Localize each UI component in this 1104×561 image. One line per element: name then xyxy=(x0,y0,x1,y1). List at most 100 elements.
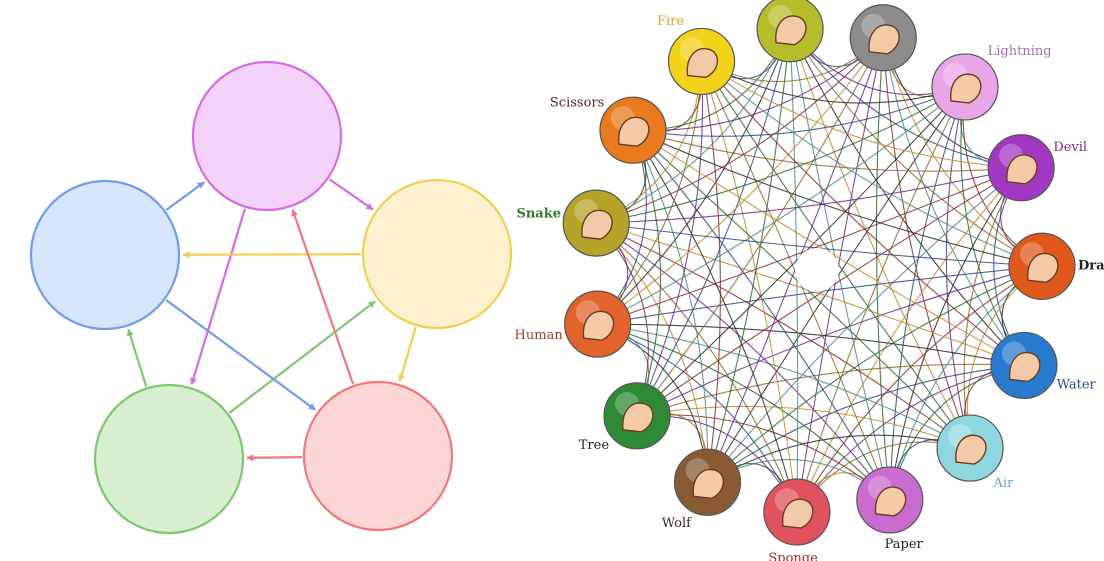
gesture-node: Air xyxy=(936,414,1015,491)
connection-11-1 xyxy=(597,37,884,325)
node-lizard xyxy=(93,383,245,535)
gesture-node: Wolf xyxy=(662,448,742,531)
connection-1-7 xyxy=(875,37,891,500)
gesture-label: Human xyxy=(515,328,564,343)
connection-6-9 xyxy=(707,434,971,483)
gesture-node: Sponge xyxy=(763,478,831,561)
gesture-node: Lightning xyxy=(931,44,1052,121)
connection-13-2 xyxy=(632,86,966,137)
connection-11-14 xyxy=(597,61,703,325)
connection-5-9 xyxy=(707,364,1024,483)
water-hand-icon xyxy=(1009,351,1041,383)
gesture-node: Fire xyxy=(657,14,736,96)
connection-5-10 xyxy=(636,363,1024,417)
connection-7-11 xyxy=(597,323,891,501)
gesture-label: Paper xyxy=(885,537,924,552)
connection-12-1 xyxy=(596,37,884,224)
node-paper xyxy=(361,178,513,330)
connection-4-10 xyxy=(636,265,1043,417)
connection-7-12 xyxy=(595,222,891,501)
connection-2-8 xyxy=(796,86,966,513)
gesture-node: Human xyxy=(515,290,632,358)
connection-6-10 xyxy=(636,405,971,449)
right-node-layer: Rock GunLightningDevilDragonWaterAirPaper… xyxy=(515,0,1104,561)
gesture-label: Sponge xyxy=(768,551,818,561)
connection-6-12 xyxy=(595,222,971,449)
edge-rock-to-lizard xyxy=(246,454,303,462)
connection-4-8 xyxy=(796,265,1043,513)
gesture-label: Dragon xyxy=(1078,259,1104,274)
connection-12-2 xyxy=(596,86,966,224)
connection-5-8 xyxy=(796,364,1025,513)
connection-1-5 xyxy=(882,37,1025,366)
wolf-hand-icon xyxy=(692,468,724,499)
edge-paper-to-spock xyxy=(182,251,362,259)
connection-1-4 xyxy=(882,37,1043,267)
gesture-node: Dragon xyxy=(1008,232,1104,300)
connection-7-13 xyxy=(632,129,891,501)
connection-12-3 xyxy=(596,167,1022,224)
connection-9-12 xyxy=(595,222,709,483)
connection-14-6 xyxy=(701,61,971,449)
gesture-label: Gun xyxy=(882,0,910,2)
gesture-label: Water xyxy=(1057,378,1097,393)
connection-13-4 xyxy=(632,129,1043,267)
gesture-label: Tree xyxy=(579,438,610,453)
gesture-label: Devil xyxy=(1053,140,1087,155)
connection-0-6 xyxy=(789,28,971,449)
node-rock-circle xyxy=(302,380,454,532)
connection-11-2 xyxy=(597,86,966,325)
gesture-node: Tree xyxy=(579,382,671,453)
connection-5-11 xyxy=(597,323,1025,366)
fifteen-gesture-diagram: Rock GunLightningDevilDragonWaterAirPaper… xyxy=(515,0,1104,561)
gesture-label: Wolf xyxy=(662,516,692,531)
connection-10-13 xyxy=(632,129,662,416)
connection-9-0 xyxy=(706,28,791,483)
node-paper-circle xyxy=(361,178,513,330)
gesture-node: Paper xyxy=(856,466,924,552)
gesture-label: Air xyxy=(993,476,1015,491)
connection-3-7 xyxy=(889,167,1022,501)
gesture-node: Rock xyxy=(756,0,824,63)
gesture-node: Gun xyxy=(849,0,917,72)
five-gesture-diagram xyxy=(29,60,513,535)
tree-hand-icon xyxy=(622,402,654,433)
rock-fist-icon xyxy=(775,15,807,46)
connection-11-0 xyxy=(597,28,791,325)
node-spock xyxy=(29,179,181,331)
node-rock xyxy=(302,380,454,532)
edge-lizard-to-paper xyxy=(228,300,376,414)
connection-2-7 xyxy=(889,86,966,500)
connection-3-6 xyxy=(963,167,1022,449)
connection-13-3 xyxy=(632,129,1022,172)
connection-8-13 xyxy=(632,129,798,513)
connection-14-4 xyxy=(701,61,1043,267)
connection-0-4 xyxy=(789,28,1043,267)
human-hand-icon xyxy=(582,310,615,341)
connection-3-8 xyxy=(796,167,1022,513)
snake-hand-icon xyxy=(581,209,613,240)
connection-7-10 xyxy=(636,414,891,501)
connection-3-10 xyxy=(636,167,1022,417)
connection-6-13 xyxy=(632,129,971,449)
connection-6-11 xyxy=(597,323,971,449)
connection-10-1 xyxy=(636,37,884,417)
center-hole xyxy=(795,248,839,292)
gesture-node: Scissors xyxy=(550,95,667,164)
edge-rock-to-scissors xyxy=(291,209,355,385)
connection-9-13 xyxy=(632,129,709,483)
connection-14-2 xyxy=(701,60,966,104)
node-scissors xyxy=(191,60,343,212)
connection-7-14 xyxy=(701,61,891,501)
connection-4-7 xyxy=(889,265,1043,501)
edge-paper-to-rock xyxy=(398,326,417,382)
connection-0-3 xyxy=(789,28,1022,169)
connection-9-14 xyxy=(700,61,721,483)
gesture-label: Fire xyxy=(657,14,684,29)
dragon-hand-icon xyxy=(1027,252,1059,284)
edge-spock-to-rock xyxy=(165,299,316,411)
fire-hand-icon xyxy=(686,47,718,79)
edge-scissors-to-paper xyxy=(328,178,374,211)
connection-12-0 xyxy=(596,28,791,224)
